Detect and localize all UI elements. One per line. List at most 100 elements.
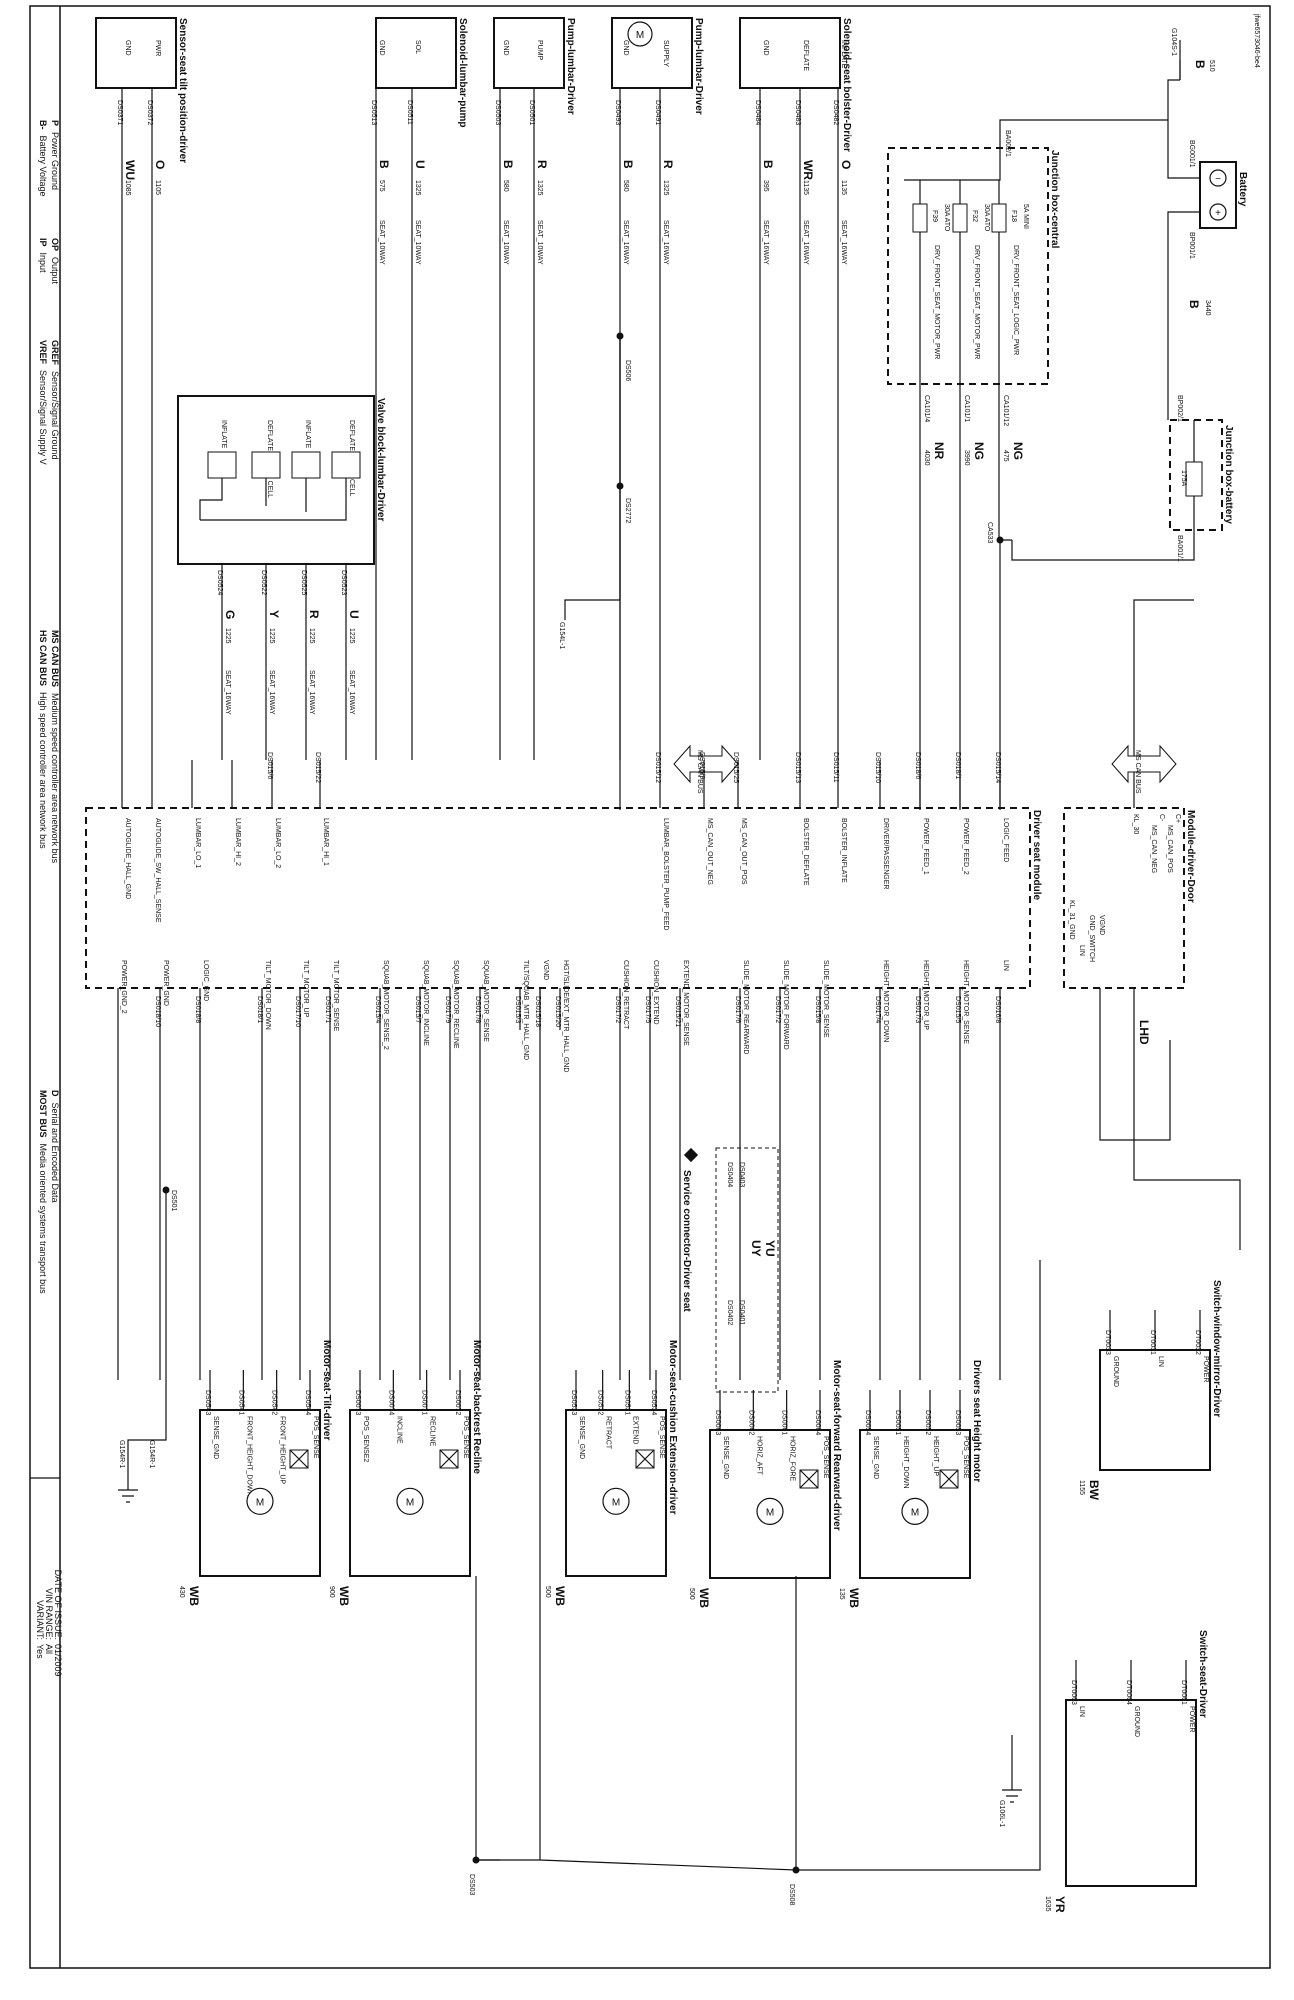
right-component-title: Motor-seat-forward Rearward-driver <box>831 1360 842 1531</box>
jbc-fuse-f18: F18 5A MINI DRV_FRONT_SEAT_LOGIC_PWR CA1… <box>991 180 1029 462</box>
module-door-pins: C+ MS_CAN_POS C- MS_CAN_NEG KL_30 KL_31_… <box>1068 814 1181 962</box>
seat-left-pin-label: POWER_FEED_2 <box>962 818 969 875</box>
jbc-fuse-group: F18 5A MINI DRV_FRONT_SEAT_LOGIC_PWR CA1… <box>912 180 1029 466</box>
legend-most: MOST BUSMedia oriented systems transport… <box>38 1090 48 1294</box>
right-component-conn: DS0531 <box>623 1390 630 1415</box>
seat-right-conn-label: DS017/6 <box>734 996 741 1023</box>
right-component-pin: HORIZ_AFT <box>755 1436 762 1476</box>
svg-text:HGT/SLIDE/EXT_MTR_HALL_GND: HGT/SLIDE/EXT_MTR_HALL_GND <box>562 960 569 1072</box>
right-component: Switch-seat-DriverPOWERDT0061GROUNDDT006… <box>1044 1630 1208 1913</box>
svg-text:SQUAB_MOTOR_SENSE_2: SQUAB_MOTOR_SENSE_2 <box>382 960 389 1050</box>
left-component-conn: DS0503 <box>494 100 501 125</box>
seat-right-pin-label: POWER_GND <box>162 960 169 1006</box>
right-component-conn: DS0542 <box>271 1390 278 1415</box>
svg-text:DS0532: DS0532 <box>597 1390 604 1415</box>
svg-text:DS0513: DS0513 <box>370 100 377 125</box>
seat-right-pin-label: CUSHION_EXTEND <box>652 960 659 1025</box>
right-component-pin: POWER <box>1188 1706 1195 1732</box>
right-component-title: Motor-seat-backrest Recline <box>471 1340 482 1474</box>
svg-text:DS016/8: DS016/8 <box>994 996 1001 1023</box>
svg-text:DS0483: DS0483 <box>794 100 801 125</box>
valve-label-1: INFLATE <box>304 420 311 449</box>
right-component-pin: SENSE_GND <box>722 1436 729 1479</box>
svg-text:SEAT_16WAY: SEAT_16WAY <box>224 670 231 715</box>
jbb-conn2: BA001/1 <box>1176 535 1183 562</box>
svg-text:NR: NR <box>932 442 946 460</box>
svg-text:DS0541: DS0541 <box>237 1390 244 1415</box>
right-component-conn: DS0074 <box>387 1390 394 1415</box>
svg-text:Drivers seat Height motor: Drivers seat Height motor <box>971 1360 982 1482</box>
jbb-title: Junction box-battery <box>1223 425 1234 524</box>
svg-text:SQUAB_MOTOR_INCLINE: SQUAB_MOTOR_INCLINE <box>422 960 429 1046</box>
svg-text:Sensor-seat tilt position-driv: Sensor-seat tilt position-driver <box>177 18 188 163</box>
svg-text:DS0511: DS0511 <box>406 100 413 125</box>
svg-text:GROUND: GROUND <box>1112 1356 1119 1387</box>
right-component-pin: INCLINE <box>395 1416 402 1444</box>
left-component-pin: GND <box>378 40 385 56</box>
svg-text:475: 475 <box>1002 450 1009 462</box>
svg-text:HEIGHT_MOTOR_DOWN: HEIGHT_MOTOR_DOWN <box>882 960 889 1042</box>
left-component-col: R <box>661 160 675 169</box>
right-component-conn: DS0064 <box>814 1410 821 1435</box>
valve-block-conn: DS0525 <box>300 570 307 595</box>
left-component-harness: SEAT_16WAY <box>840 220 847 265</box>
right-component-conn: DS0543 <box>204 1390 211 1415</box>
valve-block-conn: DS0523 <box>340 570 347 595</box>
seat-right-conn-label: DS018/8 <box>194 996 201 1023</box>
svg-text:GND: GND <box>622 40 629 56</box>
hall-gnd-return <box>476 988 797 1871</box>
svg-text:POWER_GND_2: POWER_GND_2 <box>120 960 127 1014</box>
position-sensor-cross <box>289 1449 309 1469</box>
right-component-col: YR <box>1053 1896 1067 1913</box>
svg-text:DS015/6: DS015/6 <box>266 752 273 779</box>
seat-left-pin-label: AUTOGLIDE_HALL_GND <box>124 818 131 899</box>
svg-text:DEFLATE: DEFLATE <box>802 40 809 71</box>
motor-icon-glyph: M <box>406 1497 414 1508</box>
svg-text:SOL: SOL <box>414 40 421 54</box>
right-component: Motor-seat-Tilt-driverPOS_SENSEDS0544FRO… <box>178 1340 332 1606</box>
left-component-circ: 1105 <box>154 180 161 195</box>
left-component-title: Sensor-seat tilt position-driver <box>177 18 188 163</box>
seat-right-pin-label: TILT_MOTOR_DOWN <box>264 960 271 1030</box>
battery-pos-wire <box>1167 211 1200 420</box>
svg-text:DS015/12: DS015/12 <box>654 752 661 783</box>
left-component-conn: DS0493 <box>614 100 621 125</box>
right-component-conn: DS0532 <box>597 1390 604 1415</box>
valve-block-col: U <box>347 610 361 619</box>
svg-text:DS0525: DS0525 <box>300 570 307 595</box>
svg-text:O: O <box>839 160 853 169</box>
splice-ds506-label: DS506 <box>624 360 631 382</box>
jbb-conn1: BP002/1 <box>1176 395 1183 422</box>
svg-text:DS018/1: DS018/1 <box>954 752 961 779</box>
svg-text:AUTOGLIDE_SW_HALL_SENSE: AUTOGLIDE_SW_HALL_SENSE <box>154 818 161 923</box>
svg-text:DRV_FRONT_SEAT_MOTOR_PWR: DRV_FRONT_SEAT_MOTOR_PWR <box>973 245 980 359</box>
ground-g104-circ: 510 <box>1208 60 1215 72</box>
seat-right-conn-label: DS018/10 <box>154 996 161 1027</box>
svg-text:DS017/10: DS017/10 <box>294 996 301 1027</box>
left-component-conn: DS0511 <box>406 100 413 125</box>
valve-block-title: Valve block-lumbar-Driver <box>375 398 386 521</box>
svg-text:LIN: LIN <box>1002 960 1009 971</box>
seat-right-conn-label: DS017/1 <box>324 996 331 1023</box>
seat-left-conn-label: DS018/6 <box>914 752 921 779</box>
svg-text:LUMBAR_LO_2: LUMBAR_LO_2 <box>274 818 281 868</box>
right-component-title: Motor-seat-cushion Extension-driver <box>667 1340 678 1515</box>
svg-text:HORIZ_AFT: HORIZ_AFT <box>755 1436 762 1476</box>
svg-text:580: 580 <box>622 180 629 192</box>
right-components: Switch-window-mirror-DriverPOWERDT0032LI… <box>117 1030 1222 1913</box>
splice-ds501 <box>162 1186 170 1194</box>
right-component-conn: DT0031 <box>1149 1330 1156 1355</box>
left-component-col: B <box>761 160 775 169</box>
svg-text:1135: 1135 <box>840 180 847 195</box>
svg-text:BOLSTER_DEFLATE: BOLSTER_DEFLATE <box>802 818 809 886</box>
svg-text:SEAT_16WAY: SEAT_16WAY <box>308 670 315 715</box>
svg-text:WB: WB <box>337 1586 351 1606</box>
svg-text:HEIGHT_UP: HEIGHT_UP <box>932 1436 939 1476</box>
svg-text:DS0371: DS0371 <box>116 100 123 125</box>
svg-text:DS017/1: DS017/1 <box>324 996 331 1023</box>
svg-text:HEIGHT_MOTOR_SENSE: HEIGHT_MOTOR_SENSE <box>962 960 969 1044</box>
door-kl30-wire <box>1133 599 1194 808</box>
seat-right-pin-label: SQUAB_MOTOR_RECLINE <box>452 960 459 1049</box>
svg-text:WB: WB <box>697 1588 711 1608</box>
